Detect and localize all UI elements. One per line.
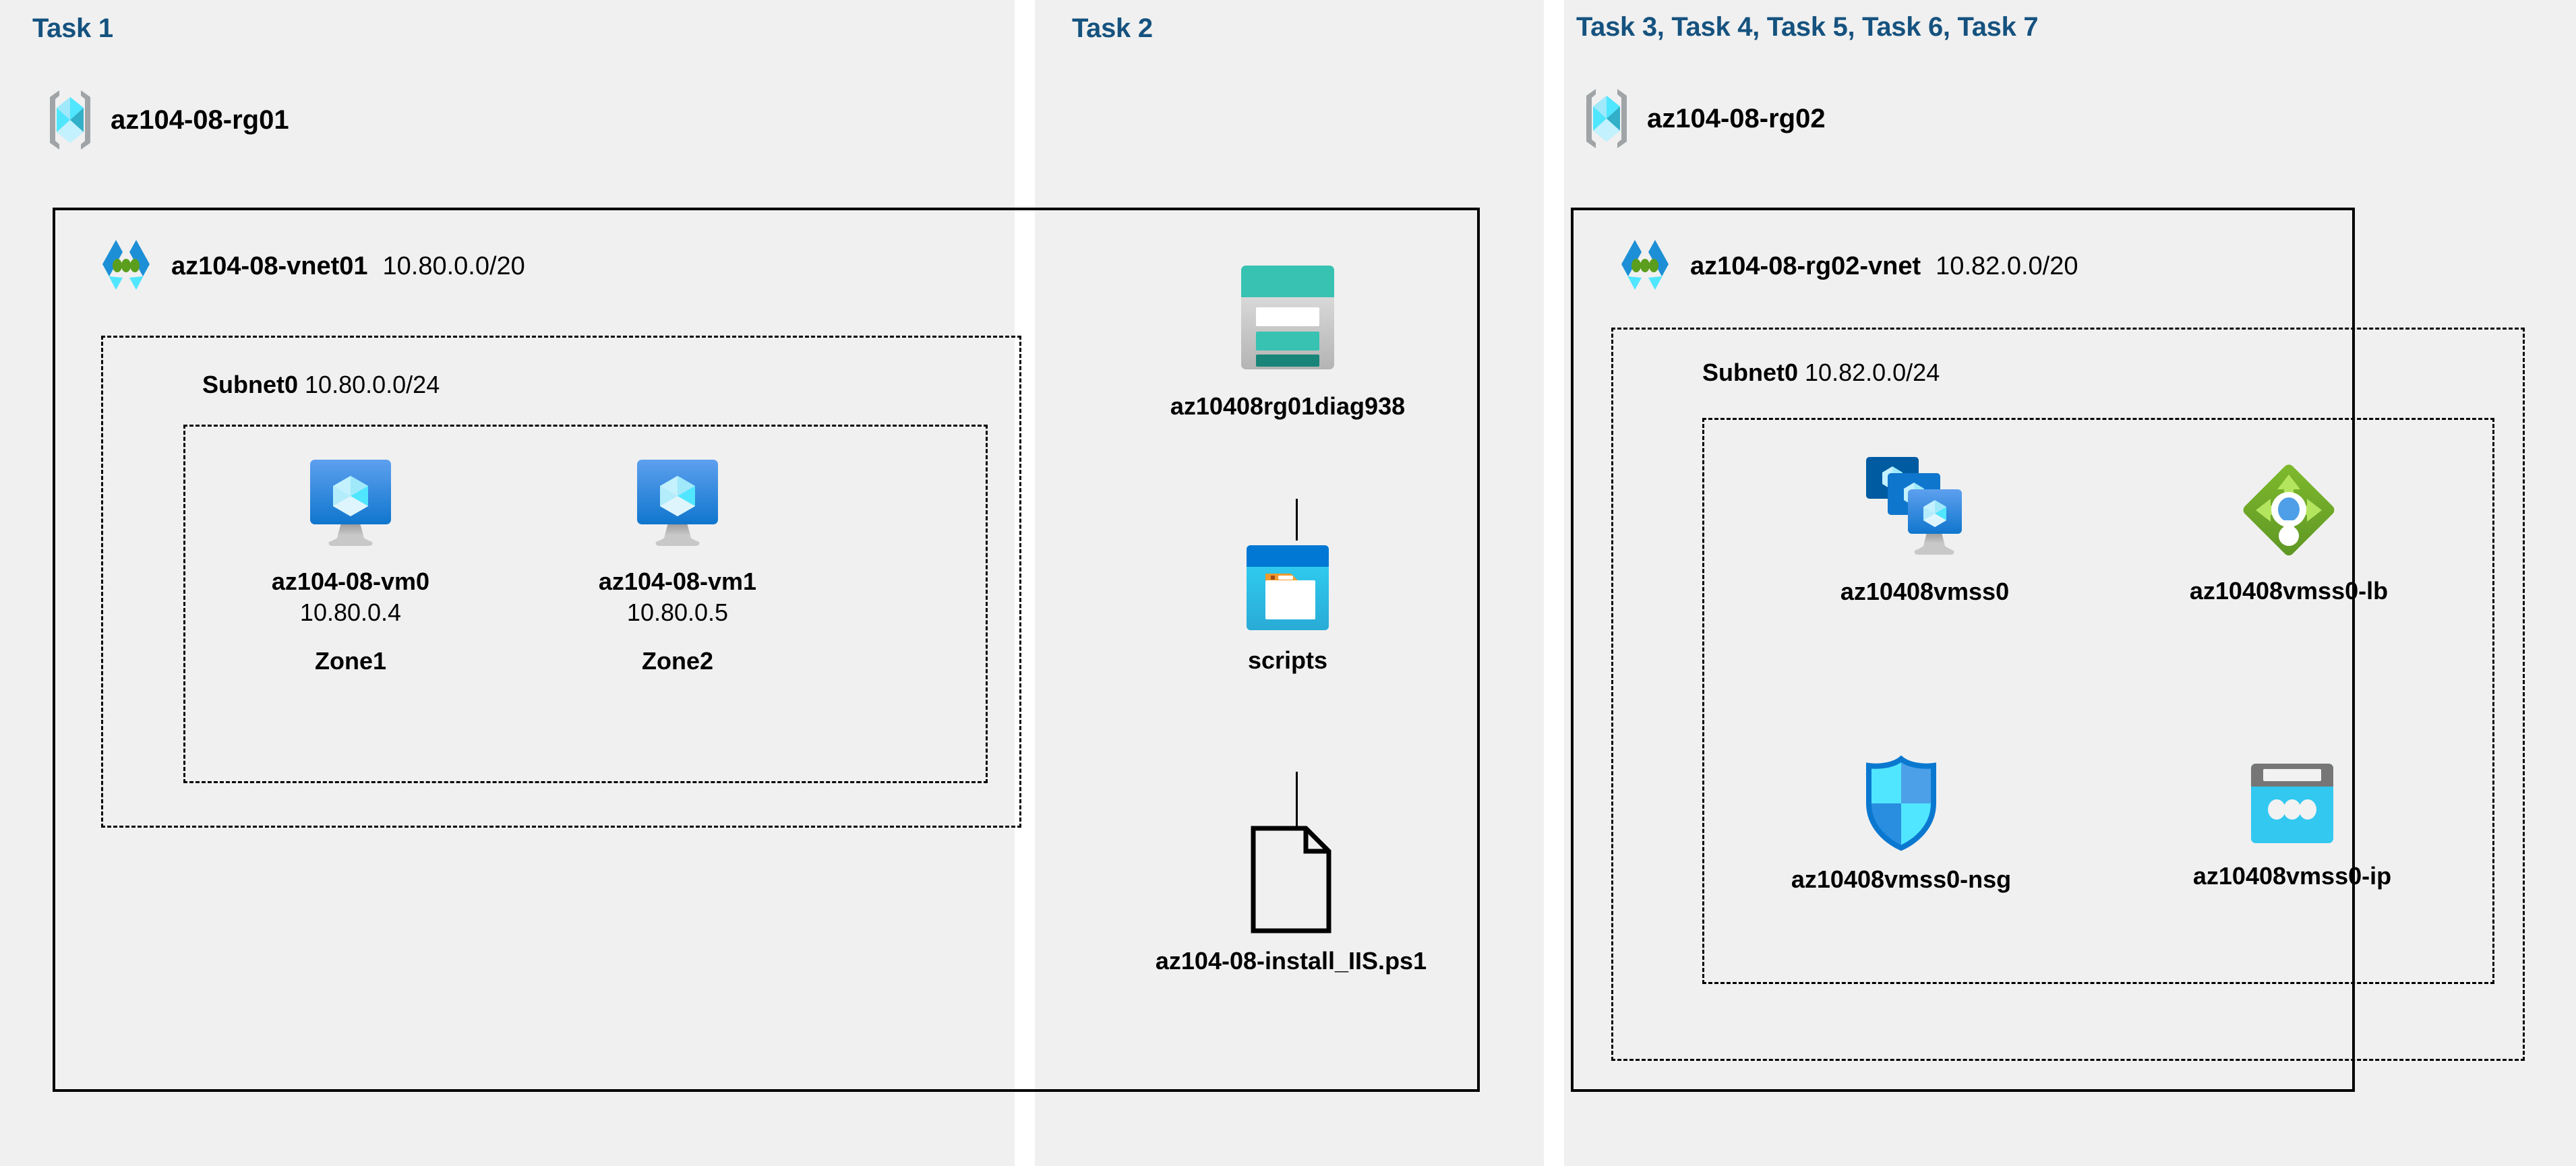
availability-zone-boundary <box>183 425 988 783</box>
connector-container-to-file <box>1296 772 1298 827</box>
public-ip-address-icon <box>2246 758 2339 849</box>
subnet0-left-cidr: 10.80.0.0/24 <box>305 371 440 398</box>
panel-task-3 <box>1564 0 2576 1166</box>
vnet01-header: az104-08-vnet01 10.80.0.0/20 <box>96 237 525 295</box>
script-file-node: az104-08-install_IIS.ps1 <box>1085 826 1497 975</box>
public-ip-address-name: az10408vmss0-ip <box>2192 862 2392 890</box>
task-2-heading: Task 2 <box>1072 13 1153 43</box>
load-balancer-node: az10408vmss0-lb <box>2137 457 2440 605</box>
storage-account-icon <box>1226 256 1349 379</box>
subnet0-left-label: Subnet0 10.80.0.0/24 <box>202 371 440 399</box>
vm1-zone: Zone2 <box>641 647 713 675</box>
vm1-ip: 10.80.0.5 <box>626 599 729 626</box>
virtual-machine-vm1: az104-08-vm1 10.80.0.5 Zone2 <box>570 453 785 675</box>
vnet02-boundary <box>1571 208 2355 1092</box>
public-ip-address-node: az10408vmss0-ip <box>2140 758 2444 890</box>
task-3-heading: Task 3, Task 4, Task 5, Task 6, Task 7 <box>1576 12 2039 42</box>
script-file-name: az104-08-install_IIS.ps1 <box>1155 947 1427 975</box>
virtual-network-icon <box>96 237 156 295</box>
resource-group-rg01-label: az104-08-rg01 <box>111 104 289 135</box>
task-1-heading: Task 1 <box>32 13 113 43</box>
virtual-machine-icon <box>624 453 731 554</box>
blob-container-name: scripts <box>1247 646 1328 674</box>
subnet0-right-boundary <box>1611 328 2525 1061</box>
vnet01-boundary <box>53 208 1480 1092</box>
virtual-network-icon <box>1615 237 1675 295</box>
load-balancer-icon <box>2236 457 2342 563</box>
network-security-group-node: az10408vmss0-nsg <box>1733 755 2070 894</box>
vnet02-header: az104-08-rg02-vnet 10.82.0.0/20 <box>1615 237 2078 295</box>
storage-account-node: az10408rg01diag938 <box>1106 256 1470 421</box>
vm-scale-set-node: az10408vmss0 <box>1773 453 2076 606</box>
resource-group-rg01: az104-08-rg01 <box>44 88 289 152</box>
panel-task-1 <box>0 0 1015 1166</box>
load-balancer-name: az10408vmss0-lb <box>2189 577 2389 605</box>
file-icon <box>1248 826 1334 933</box>
subnet0-right-cidr: 10.82.0.0/24 <box>1805 359 1940 386</box>
subnet0-right-label: Subnet0 10.82.0.0/24 <box>1702 359 1940 387</box>
vmss-resources-boundary <box>1702 418 2494 984</box>
vm-scale-set-name: az10408vmss0 <box>1840 578 2010 605</box>
connector-storage-to-container <box>1296 499 1298 541</box>
vnet02-name: az104-08-rg02-vnet <box>1690 251 1921 280</box>
blob-container-icon <box>1242 543 1333 633</box>
vm1-name: az104-08-vm1 <box>598 567 757 595</box>
resource-group-icon <box>44 88 96 152</box>
vm-scale-set-icon <box>1861 453 1989 564</box>
subnet0-left-boundary <box>101 336 1021 828</box>
vm0-name: az104-08-vm0 <box>271 567 430 595</box>
storage-account-name: az10408rg01diag938 <box>1170 392 1406 420</box>
subnet0-right-name: Subnet0 <box>1702 359 1799 386</box>
subnet0-left-name: Subnet0 <box>202 371 299 398</box>
blob-container-node: scripts <box>1197 543 1379 675</box>
vnet02-cidr: 10.82.0.0/20 <box>1936 251 2078 280</box>
network-security-group-name: az10408vmss0-nsg <box>1791 865 2012 893</box>
resource-group-rg02: az104-08-rg02 <box>1581 86 1826 151</box>
network-security-group-icon <box>1858 755 1944 852</box>
resource-group-icon <box>1581 86 1632 151</box>
vm0-zone: Zone1 <box>314 647 386 675</box>
vnet01-name: az104-08-vnet01 <box>171 251 368 280</box>
vm0-ip: 10.80.0.4 <box>299 599 402 626</box>
virtual-machine-icon <box>297 453 405 554</box>
vnet01-cidr: 10.80.0.0/20 <box>382 251 525 280</box>
virtual-machine-vm0: az104-08-vm0 10.80.0.4 Zone1 <box>243 453 458 675</box>
resource-group-rg02-label: az104-08-rg02 <box>1647 103 1826 133</box>
